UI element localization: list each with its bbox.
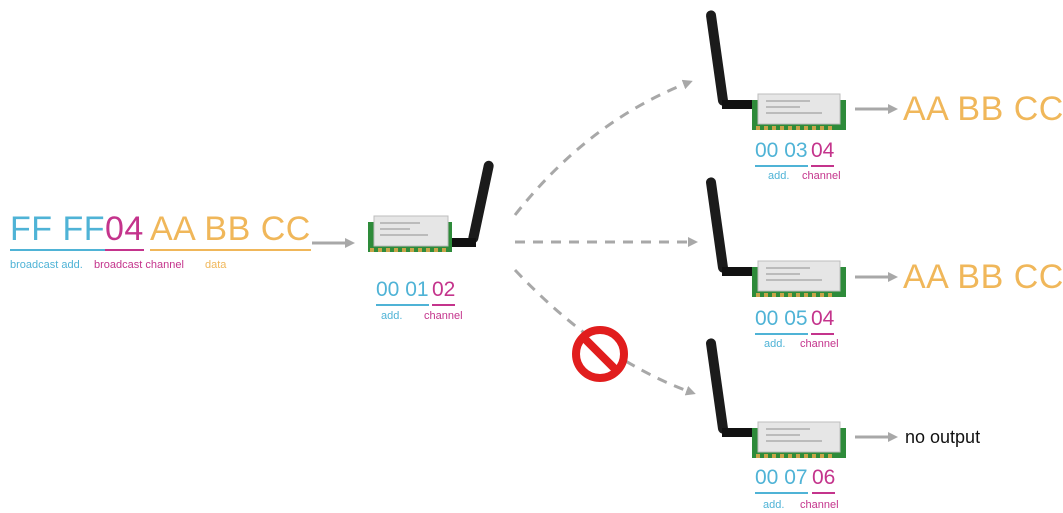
sender-address: 00 01 [376,279,429,306]
receiver-3-address: 00 07 [755,467,808,494]
sender-address-caption: add. [381,310,403,322]
receiver-3-address-caption: add. [763,499,785,511]
receiver-3-channel: 06 [812,467,836,494]
receiver-1-channel: 04 [811,140,835,167]
receiver-2-output: AA BB CC [903,258,1063,296]
radio-module-icon [706,177,846,297]
radio-module-icon [368,160,494,252]
input-address-caption: broadcast add. [10,259,83,271]
input-address: FF FF [10,212,106,251]
input-data-caption: data [205,259,227,271]
prohibited-icon [572,326,628,382]
receiver-1-channel-caption: channel [802,170,841,182]
input-data: AA BB CC [150,212,311,251]
receiver-1-address: 00 03 [755,140,808,167]
receiver-3-channel-caption: channel [800,499,839,511]
link-receiver-1 [513,79,693,216]
receiver-module-3 [700,336,850,466]
receiver-1-output: AA BB CC [903,90,1063,128]
input-channel-caption: broadcast channel [94,259,184,271]
sender-channel: 02 [432,279,456,306]
receiver-2-channel: 04 [811,308,835,335]
receiver-2-channel-caption: channel [800,338,839,350]
receiver-1-address-caption: add. [768,170,790,182]
receiver-2-address-caption: add. [764,338,786,350]
input-channel: 04 [105,212,144,251]
radio-module-icon [706,338,846,458]
sender-channel-caption: channel [424,310,463,322]
receiver-module-1 [700,8,850,138]
sender-module [368,158,508,268]
receiver-2-address: 00 05 [755,308,808,335]
receiver-module-2 [700,175,850,305]
receiver-3-output: no output [905,427,981,447]
radio-module-icon [706,10,846,130]
